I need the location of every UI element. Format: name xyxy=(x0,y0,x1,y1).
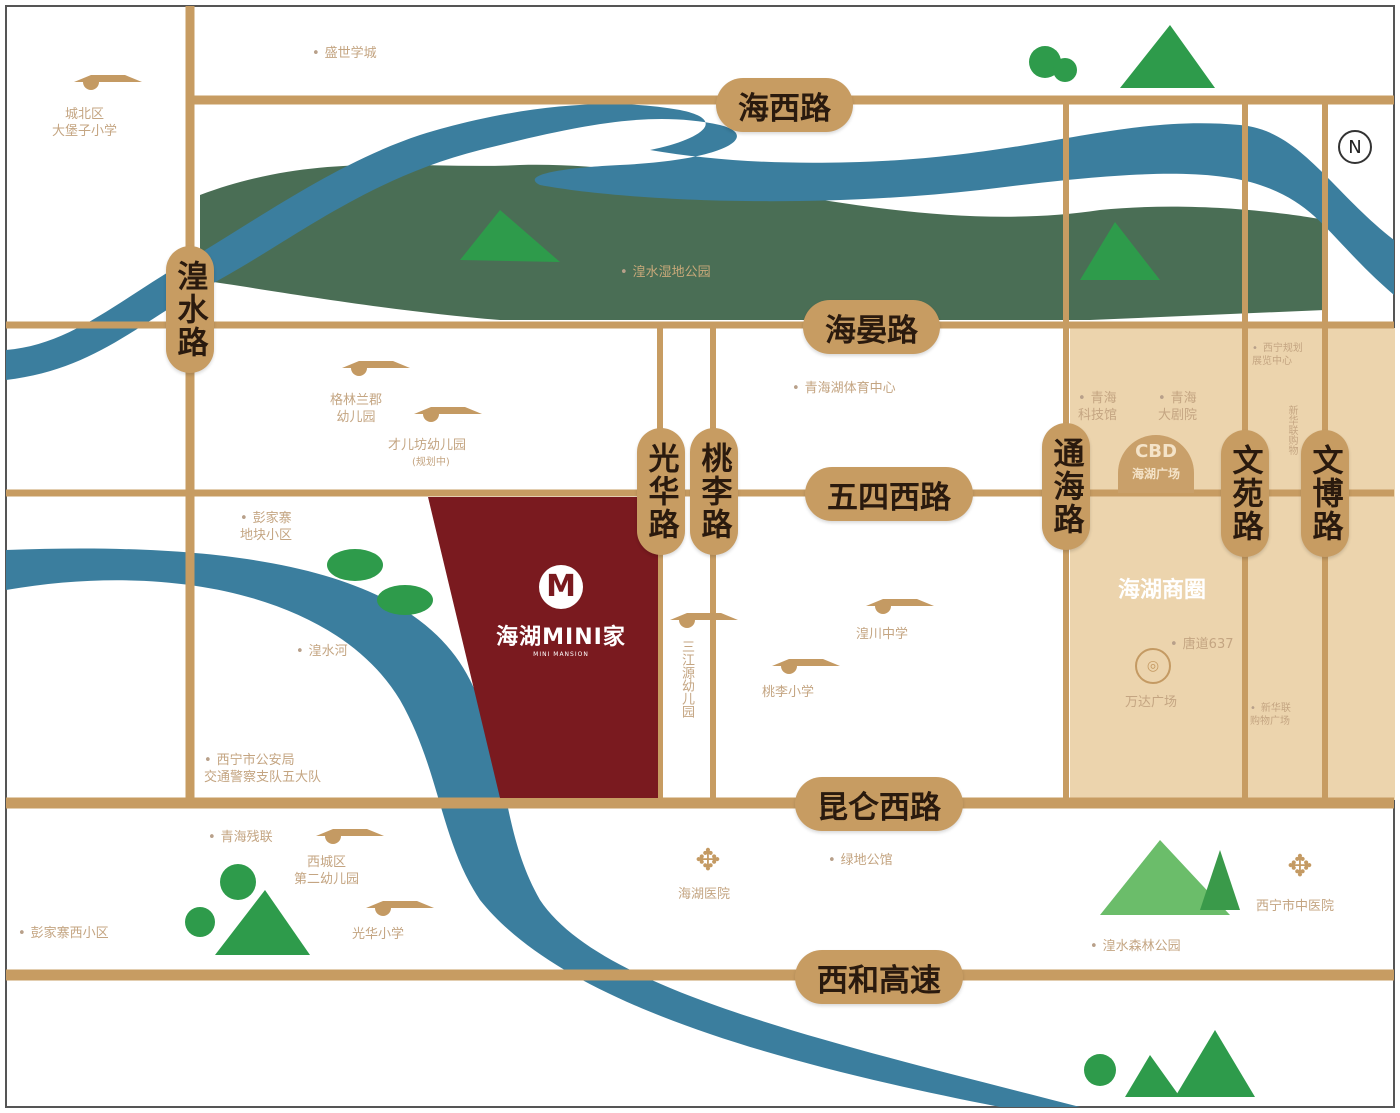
poi-xicheng-kindergarten: 西城区 第二幼儿园 xyxy=(294,855,360,887)
poi-xinhua-plaza: 新华联 购物广场 xyxy=(1250,702,1291,728)
wanda-logo-icon: ◎ xyxy=(1135,648,1171,684)
river-north xyxy=(6,104,1394,380)
road-network xyxy=(6,6,1394,981)
poi-xining-planning: 西宁规划 展览中心 xyxy=(1252,342,1303,368)
project-logo-mark: M xyxy=(539,565,583,609)
road-label-guanghua: 光华路 xyxy=(637,428,685,555)
poi-forest-park: 湟水森林公园 xyxy=(1090,938,1181,955)
poi-guanghua-school: 光华小学 xyxy=(352,927,405,942)
poi-taoli-school: 桃李小学 xyxy=(762,685,815,700)
poi-sports-center: 青海湖体育中心 xyxy=(792,380,896,397)
hospital-icon: ✥ xyxy=(1287,849,1313,884)
school-icon xyxy=(414,404,482,426)
poi-wetland-park: 湟水湿地公园 xyxy=(620,264,711,281)
school-icon xyxy=(772,656,840,678)
tree-icon xyxy=(185,25,1255,1097)
poi-pengjiazhai-west: 彭家寨西小区 xyxy=(18,925,109,942)
poi-qinghai-unicom: 青海残联 xyxy=(208,829,273,846)
road-label-haiyan: 海晏路 xyxy=(803,300,940,354)
school-icon xyxy=(342,358,410,380)
hospital-icon: ✥ xyxy=(695,843,721,878)
road-label-taoli: 桃李路 xyxy=(690,428,738,555)
poi-police: 西宁市公安局 交通警察支队五大队 xyxy=(204,752,321,786)
poi-kindergarten-2: 才儿坊幼儿园 xyxy=(388,438,467,453)
poi-haihu-hospital: 海湖医院 xyxy=(678,887,731,902)
poi-river-label: 湟水河 xyxy=(296,643,348,660)
road-label-haixi: 海西路 xyxy=(716,78,853,132)
school-icon xyxy=(74,72,142,94)
school-icon xyxy=(366,898,434,920)
wetland-hill xyxy=(200,164,1325,320)
cbd-district: 海湖商圈 xyxy=(1118,578,1207,603)
school-icon xyxy=(316,826,384,848)
poi-shengshi-xuecheng: 盛世学城 xyxy=(312,45,377,62)
poi-haihu-637: 唐道637 xyxy=(1170,636,1234,653)
cbd-subtitle: 海湖广场 xyxy=(1131,467,1180,481)
poi-kindergarten-1: 格林兰郡 幼儿园 xyxy=(330,393,383,425)
project-site xyxy=(428,497,658,798)
school-icon xyxy=(866,596,934,618)
road-label-huangshui: 湟水路 xyxy=(166,246,214,373)
road-label-xihe-gaosu: 西和高速 xyxy=(795,950,963,1004)
poi-pengjiazhai-area: 彭家寨 地块小区 xyxy=(240,510,292,544)
cbd-badge: CBD 海湖广场 xyxy=(1118,435,1194,493)
poi-green-park: 绿地公馆 xyxy=(828,852,893,869)
project-logo: M 海湖MINI家 MINI MANSION xyxy=(486,565,636,658)
poi-kindergarten-2-note: (规划中) xyxy=(412,457,450,468)
road-label-wenbo: 文博路 xyxy=(1301,430,1349,557)
project-name: 海湖MINI家 xyxy=(496,625,626,650)
poi-qinghai-tech: 青海 科技馆 xyxy=(1078,390,1117,424)
poi-huangchuan-school: 湟川中学 xyxy=(856,627,909,642)
cbd-title: CBD xyxy=(1135,441,1177,462)
school-icon xyxy=(670,610,738,632)
cbd-zone xyxy=(1070,328,1395,800)
poi-wanda: 万达广场 xyxy=(1125,695,1178,710)
project-subtitle: MINI MANSION xyxy=(533,651,589,658)
poi-chinese-hospital: 西宁市中医院 xyxy=(1256,899,1335,914)
north-compass-icon: N xyxy=(1338,130,1372,164)
poi-sanyuan-kindergarten: 三江源幼儿园 xyxy=(679,640,694,718)
road-label-tonghai: 通海路 xyxy=(1042,423,1090,550)
road-label-wusi-xi: 五四西路 xyxy=(805,467,973,521)
poi-chengbei-school: 城北区 大堡子小学 xyxy=(52,107,118,139)
road-label-wenyuan: 文苑路 xyxy=(1221,430,1269,557)
poi-qinghai-theatre: 青海 大剧院 xyxy=(1158,390,1197,424)
road-label-kunlun-xi: 昆仑西路 xyxy=(795,777,963,831)
poi-vertical: 新华联购物 xyxy=(1286,405,1297,455)
